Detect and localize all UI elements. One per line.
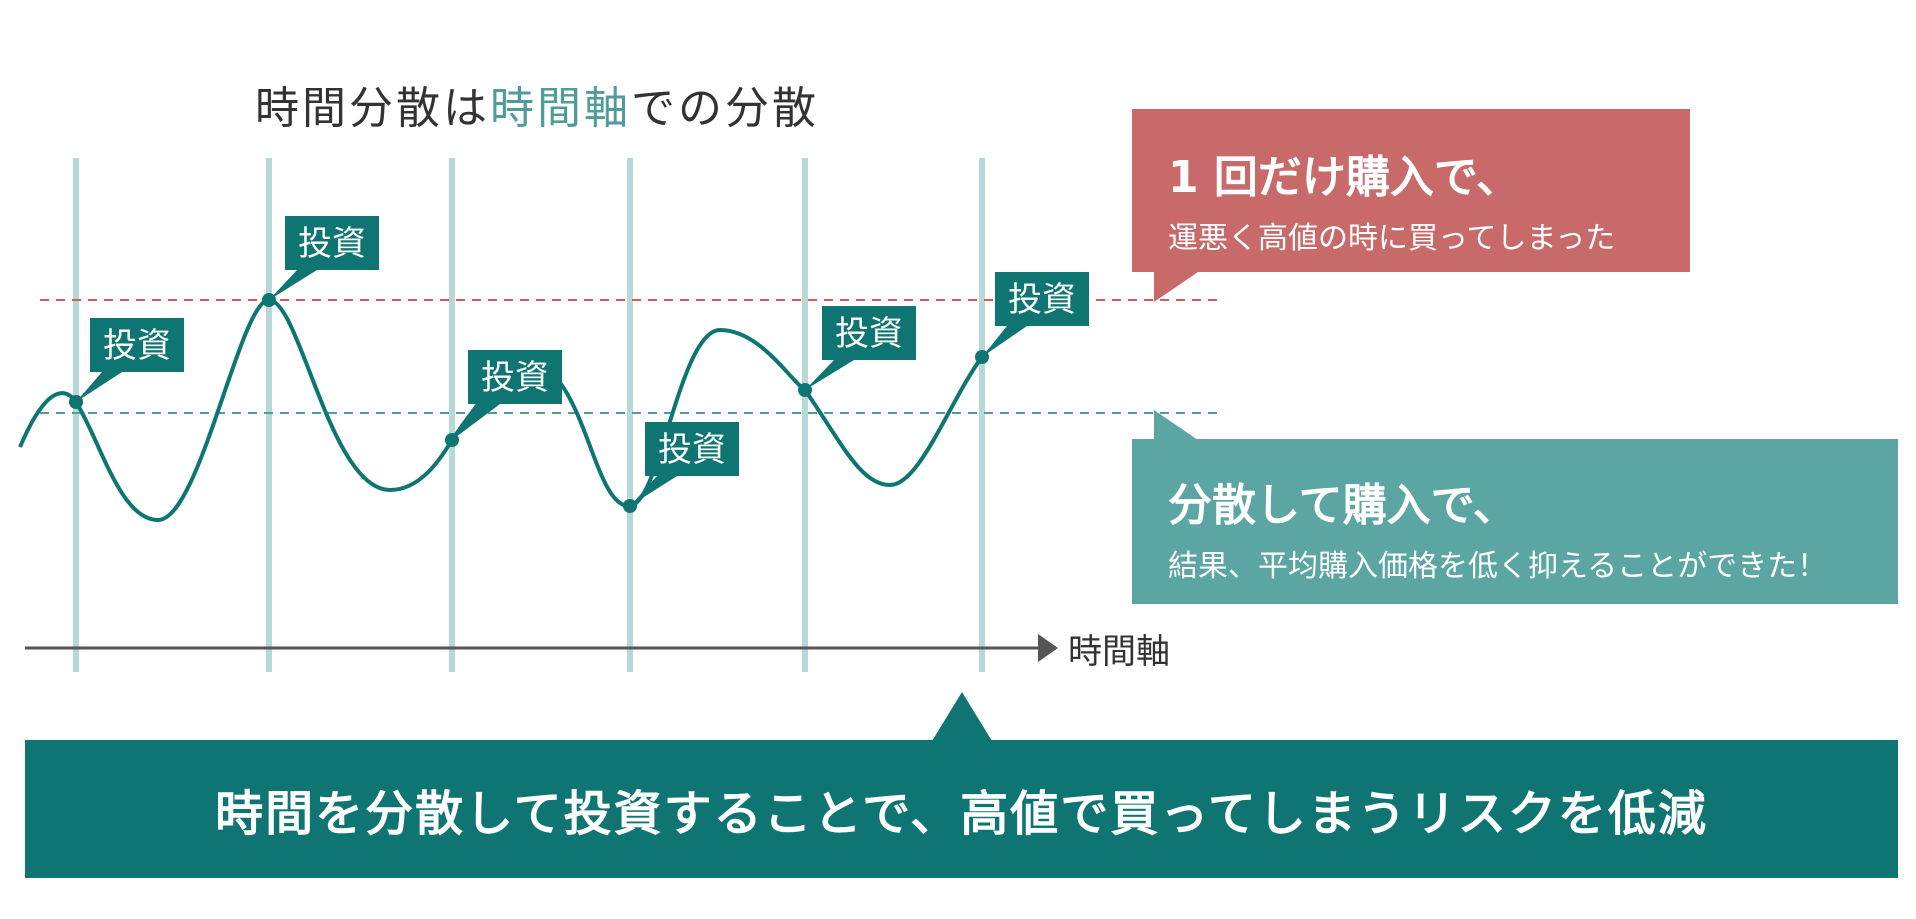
title-prefix: 時間分散は xyxy=(255,83,490,134)
title-highlight: 時間軸 xyxy=(490,83,631,134)
invest-point xyxy=(262,293,276,307)
time-axis xyxy=(25,634,1058,662)
invest-label-pointer xyxy=(982,326,1027,357)
callout-diversified-purchase: 分散して購入で、 結果、平均購入価格を低く抑えることができた！ xyxy=(1132,439,1898,604)
invest-label-pointer xyxy=(805,360,854,390)
invest-label: 投資 xyxy=(835,314,903,354)
vertical-gridlines xyxy=(73,158,985,672)
invest-label-pointer xyxy=(630,476,677,506)
invest-label-box xyxy=(822,306,916,360)
invest-point xyxy=(798,383,812,397)
invest-label-pointer xyxy=(269,270,317,300)
invest-label: 投資 xyxy=(1008,280,1076,320)
invest-label: 投資 xyxy=(481,358,549,398)
callout-single-purchase-pointer xyxy=(1154,272,1198,302)
invest-label-box xyxy=(90,318,184,372)
invest-label-pointer xyxy=(452,404,500,440)
callout-diversified-pointer xyxy=(1154,410,1198,440)
invest-label: 投資 xyxy=(658,430,726,470)
title-suffix: での分散 xyxy=(631,83,819,134)
time-axis-arrowhead xyxy=(1038,634,1058,662)
callout-single-purchase-text: 運悪く高値の時に買ってしまった xyxy=(1168,221,1616,256)
diagram-title: 時間分散は時間軸での分散 xyxy=(255,72,819,136)
invest-point xyxy=(69,395,83,409)
callout-diversified-heading: 分散して購入で、 xyxy=(1168,480,1517,531)
invest-point xyxy=(445,433,459,447)
invest-label: 投資 xyxy=(298,224,366,264)
invest-label-box xyxy=(995,272,1089,326)
summary-pointer xyxy=(932,692,992,741)
callout-single-purchase: 1 回だけ購入で、 運悪く高値の時に買ってしまった xyxy=(1132,109,1690,272)
invest-point xyxy=(975,350,989,364)
invest-label-box xyxy=(468,350,562,404)
time-axis-label: 時間軸 xyxy=(1068,632,1170,672)
invest-label-box xyxy=(285,216,379,270)
callout-diversified-text: 結果、平均購入価格を低く抑えることができた！ xyxy=(1168,549,1828,584)
invest-label: 投資 xyxy=(103,326,171,366)
callout-single-purchase-heading: 1 回だけ購入で、 xyxy=(1168,152,1521,203)
invest-point xyxy=(623,499,637,513)
invest-label-box xyxy=(645,422,739,476)
summary-banner: 時間を分散して投資することで、高値で買ってしまうリスクを低減 xyxy=(25,740,1898,878)
invest-label-pointer xyxy=(76,372,122,402)
